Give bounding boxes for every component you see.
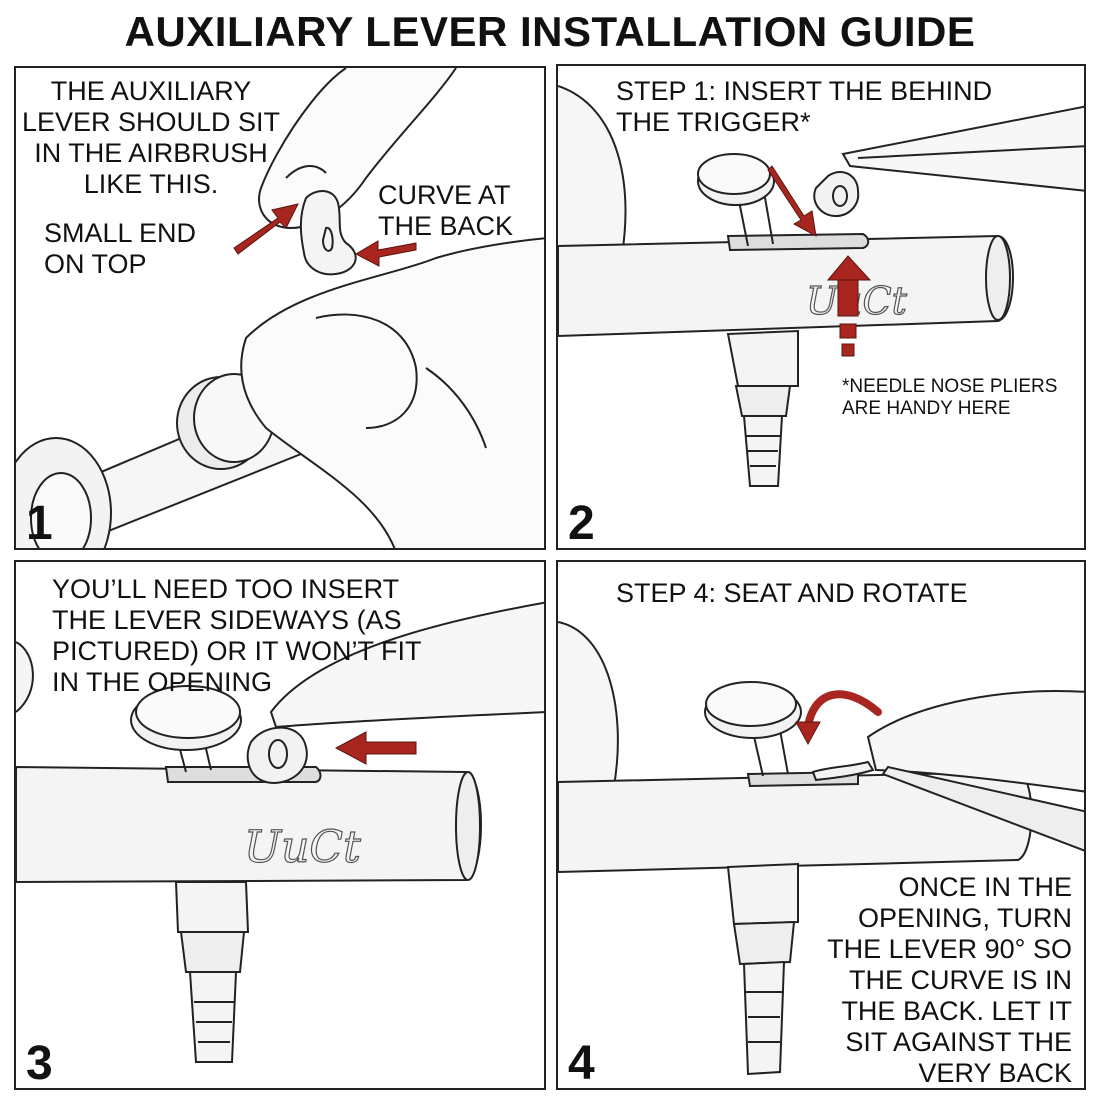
panel-number: 4: [568, 1040, 595, 1088]
caption-line: STEP 1: INSERT THE BEHIND: [616, 76, 992, 107]
caption-line: LIKE THIS.: [16, 169, 286, 200]
panel-number: 1: [26, 500, 53, 548]
caption-line: THE AUXILIARY: [16, 76, 286, 107]
panel-2-illustration: UuCt: [558, 66, 1086, 550]
label-small-end: SMALL END ON TOP: [44, 218, 196, 280]
footnote-line: *NEEDLE NOSE PLIERS: [842, 376, 1057, 398]
instruction-line: OPENING, TURN: [827, 903, 1072, 934]
instruction-line: SIT AGAINST THE: [827, 1027, 1072, 1058]
caption-line: YOU’LL NEED TOO INSERT: [52, 574, 421, 605]
label-line: CURVE AT: [378, 180, 513, 211]
instruction-line: ONCE IN THE: [827, 872, 1072, 903]
panel-2-caption: STEP 1: INSERT THE BEHIND THE TRIGGER*: [616, 76, 992, 138]
caption-line: IN THE AIRBRUSH: [16, 138, 286, 169]
caption-line: IN THE OPENING: [52, 667, 421, 698]
instruction-line: THE LEVER 90° SO: [827, 934, 1072, 965]
label-line: ON TOP: [44, 249, 196, 280]
panel-1: THE AUXILIARY LEVER SHOULD SIT IN THE AI…: [14, 66, 546, 550]
panel-number: 3: [26, 1040, 53, 1088]
panel-4-caption: STEP 4: SEAT AND ROTATE: [616, 578, 968, 609]
instruction-line: THE CURVE IS IN: [827, 965, 1072, 996]
label-line: THE BACK: [378, 211, 513, 242]
engraving-text: UuCt: [244, 822, 361, 873]
panel-4-instructions: ONCE IN THE OPENING, TURN THE LEVER 90° …: [827, 872, 1072, 1089]
instruction-line: VERY BACK: [827, 1058, 1072, 1089]
panel-3: UuCt YOU’LL NEED TOO INSERT THE LEVER SI…: [14, 560, 546, 1090]
caption-line: THE LEVER SIDEWAYS (AS: [52, 605, 421, 636]
panel-3-caption: YOU’LL NEED TOO INSERT THE LEVER SIDEWAY…: [52, 574, 421, 698]
caption-line: THE TRIGGER*: [616, 107, 992, 138]
panel-1-caption: THE AUXILIARY LEVER SHOULD SIT IN THE AI…: [16, 76, 286, 200]
panel-number: 2: [568, 500, 595, 548]
footnote-line: ARE HANDY HERE: [842, 398, 1057, 420]
page-title: AUXILIARY LEVER INSTALLATION GUIDE: [0, 8, 1100, 56]
label-line: SMALL END: [44, 218, 196, 249]
panel-2: UuCt STEP 1: INSERT THE BEHIND THE TRIGG…: [556, 64, 1086, 550]
caption-line: LEVER SHOULD SIT: [16, 107, 286, 138]
caption-line: STEP 4: SEAT AND ROTATE: [616, 578, 968, 609]
label-curve-at-back: CURVE AT THE BACK: [378, 180, 513, 242]
instruction-line: THE BACK. LET IT: [827, 996, 1072, 1027]
panel-2-footnote: *NEEDLE NOSE PLIERS ARE HANDY HERE: [842, 376, 1057, 420]
panel-4: STEP 4: SEAT AND ROTATE ONCE IN THE OPEN…: [556, 560, 1086, 1090]
caption-line: PICTURED) OR IT WON’T FIT: [52, 636, 421, 667]
